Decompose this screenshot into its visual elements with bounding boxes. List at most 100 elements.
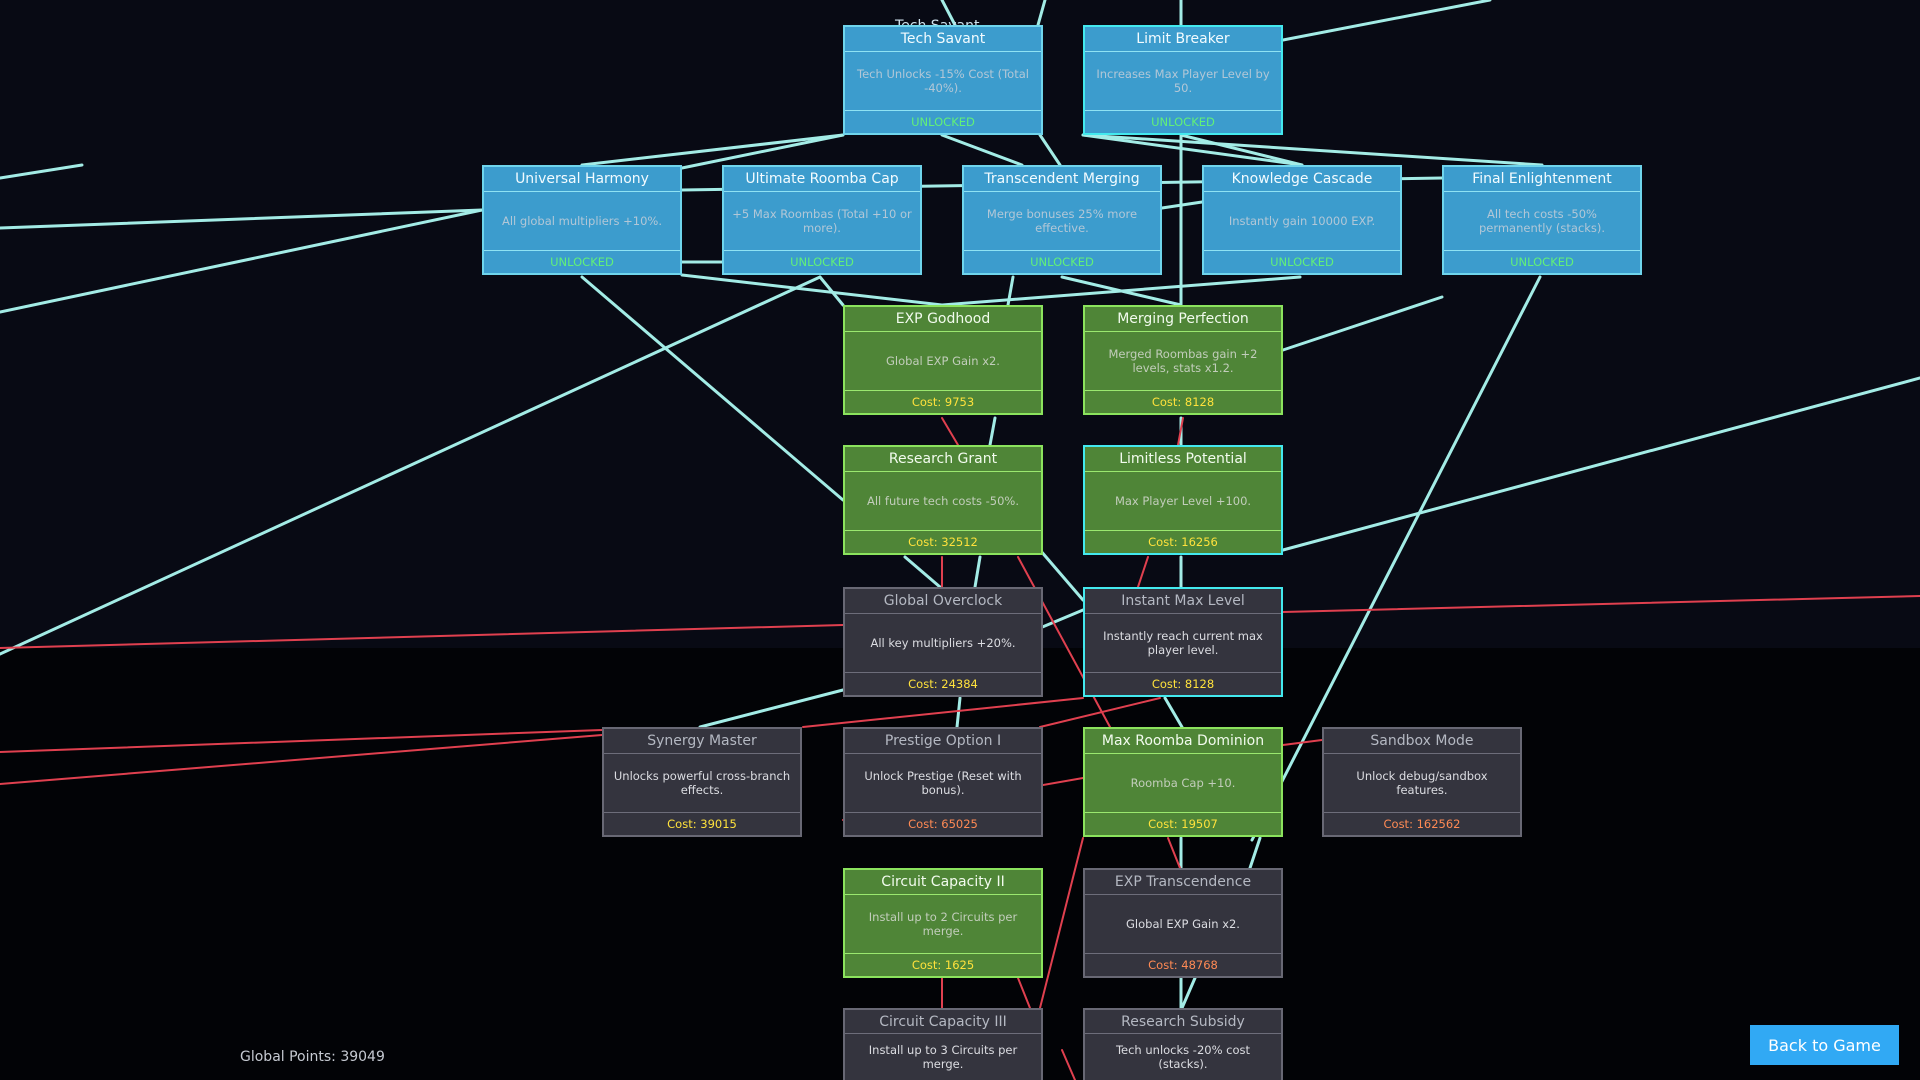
link-red [1017,977,1031,1009]
link-cyan [1038,608,1085,630]
link-red [0,624,844,649]
tech-node-sandbox-mode[interactable]: Sandbox Mode Unlock debug/sandbox featur… [1322,727,1522,837]
node-status: UNLOCKED [1444,250,1640,273]
link-cyan [580,133,845,167]
node-cost: Cost: 65025 [845,812,1041,835]
node-title: Circuit Capacity III [845,1010,1041,1034]
node-description: Instantly gain 10000 EXP. [1228,214,1376,228]
back-to-game-button[interactable]: Back to Game [1750,1025,1899,1065]
tech-node-instant-max-level[interactable]: Instant Max Level Instantly reach curren… [1083,587,1283,697]
node-title: Knowledge Cascade [1204,167,1400,192]
link-cyan [1038,548,1085,602]
tech-node-tech-savant[interactable]: Tech Savant Tech Unlocks -15% Cost (Tota… [843,25,1043,135]
link-cyan [940,0,957,27]
node-status: UNLOCKED [724,250,920,273]
link-cyan [955,696,962,729]
link-cyan [580,275,845,502]
node-description: Unlock debug/sandbox features. [1356,769,1488,797]
node-status: UNLOCKED [484,250,680,273]
link-cyan [973,555,982,589]
node-title: Instant Max Level [1085,589,1281,614]
tech-node-global-overclock[interactable]: Global Overclock All key multipliers +20… [843,587,1043,697]
tech-node-ultimate-roomba-cap[interactable]: Ultimate Roomba Cap +5 Max Roombas (Tota… [722,165,922,275]
link-cyan [1038,133,1062,167]
node-description: Tech Unlocks -15% Cost (Total -40%). [857,67,1029,95]
tech-node-exp-godhood[interactable]: EXP Godhood Global EXP Gain x2. Cost: 97… [843,305,1043,415]
tech-node-circuit-capacity-2[interactable]: Circuit Capacity II Install up to 2 Circ… [843,868,1043,978]
node-title: Final Enlightenment [1444,167,1640,192]
link-cyan [0,208,484,230]
link-cyan [1281,295,1444,352]
node-title: Max Roomba Dominion [1085,729,1281,754]
node-description: Install up to 3 Circuits per merge. [868,1043,1018,1071]
node-cost: Cost: 16256 [1085,530,1281,553]
link-cyan [680,133,845,170]
link-cyan [1281,376,1920,552]
node-description: Merged Roombas gain +2 levels, stats x1.… [1108,347,1258,375]
tech-node-merging-perfection[interactable]: Merging Perfection Merged Roombas gain +… [1083,305,1283,415]
link-red [1137,556,1149,588]
link-cyan [818,275,845,307]
node-description: Global EXP Gain x2. [886,354,1000,368]
tech-node-circuit-capacity-3[interactable]: Circuit Capacity III Install up to 3 Cir… [843,1008,1043,1080]
link-red [1167,837,1181,869]
node-description: Unlocks powerful cross-branch effects. [613,769,791,797]
node-description: Install up to 2 Circuits per merge. [868,910,1018,938]
node-title: Limitless Potential [1085,447,1281,472]
node-description: +5 Max Roombas (Total +10 or more). [732,207,912,235]
tech-node-prestige-option-1[interactable]: Prestige Option I Unlock Prestige (Reset… [843,727,1043,837]
node-title: Research Subsidy [1085,1010,1281,1034]
link-cyan [0,275,822,656]
node-status: UNLOCKED [964,250,1160,273]
node-cost: Cost: 9753 [845,390,1041,413]
node-title: EXP Transcendence [1085,870,1281,895]
node-description: Increases Max Player Level by 50. [1096,67,1270,95]
link-red [1017,556,1111,728]
node-title: Limit Breaker [1085,27,1281,52]
link-red [802,697,1084,728]
link-cyan [940,133,1024,167]
tech-node-universal-harmony[interactable]: Universal Harmony All global multipliers… [482,165,682,275]
tech-node-research-subsidy[interactable]: Research Subsidy Tech unlocks -20% cost … [1083,1008,1283,1080]
tech-node-final-enlightenment[interactable]: Final Enlightenment All tech costs -50% … [1442,165,1642,275]
link-red [1039,837,1084,1009]
node-cost: Cost: 162562 [1324,812,1520,835]
link-cyan [1160,200,1204,210]
tech-node-exp-transcendence[interactable]: EXP Transcendence Global EXP Gain x2. Co… [1083,868,1283,978]
link-cyan [0,208,484,314]
link-cyan [680,273,944,307]
node-title: Transcendent Merging [964,167,1160,192]
tech-node-max-roomba-dominion[interactable]: Max Roomba Dominion Roomba Cap +10. Cost… [1083,727,1283,837]
link-red [1039,697,1161,728]
node-title: Global Overclock [845,589,1041,614]
tech-node-knowledge-cascade[interactable]: Knowledge Cascade Instantly gain 10000 E… [1202,165,1402,275]
node-cost: Cost: 8128 [1085,390,1281,413]
node-description: Instantly reach current max player level… [1103,629,1263,657]
tech-node-synergy-master[interactable]: Synergy Master Unlocks powerful cross-br… [602,727,802,837]
node-description: Global EXP Gain x2. [1126,917,1240,931]
node-cost: Cost: 48768 [1085,953,1281,976]
link-red [1282,739,1323,746]
node-cost: Cost: 39015 [604,812,800,835]
node-description: All tech costs -50% permanently (stacks)… [1478,207,1606,235]
tech-node-limit-breaker[interactable]: Limit Breaker Increases Max Player Level… [1083,25,1283,135]
tech-node-limitless-potential[interactable]: Limitless Potential Max Player Level +10… [1083,445,1283,555]
node-description: All future tech costs -50%. [867,494,1019,508]
node-cost: Cost: 1625 [845,953,1041,976]
node-description: All global multipliers +10%. [501,214,663,228]
link-red [1177,417,1184,446]
tech-node-research-grant[interactable]: Research Grant All future tech costs -50… [843,445,1043,555]
node-description: Unlock Prestige (Reset with bonus). [864,769,1022,797]
link-red [1282,595,1920,613]
link-cyan [1163,696,1184,729]
node-title: Tech Savant [845,27,1041,52]
node-title: Merging Perfection [1085,307,1281,332]
link-red [0,734,603,785]
node-title: Prestige Option I [845,729,1041,754]
tech-node-transcendent-merging[interactable]: Transcendent Merging Merge bonuses 25% m… [962,165,1162,275]
node-title: Research Grant [845,447,1041,472]
link-cyan [940,275,1302,307]
node-cost: Cost: 8128 [1085,672,1281,695]
node-cost: Cost: 32512 [845,530,1041,553]
link-cyan [1081,133,1544,167]
